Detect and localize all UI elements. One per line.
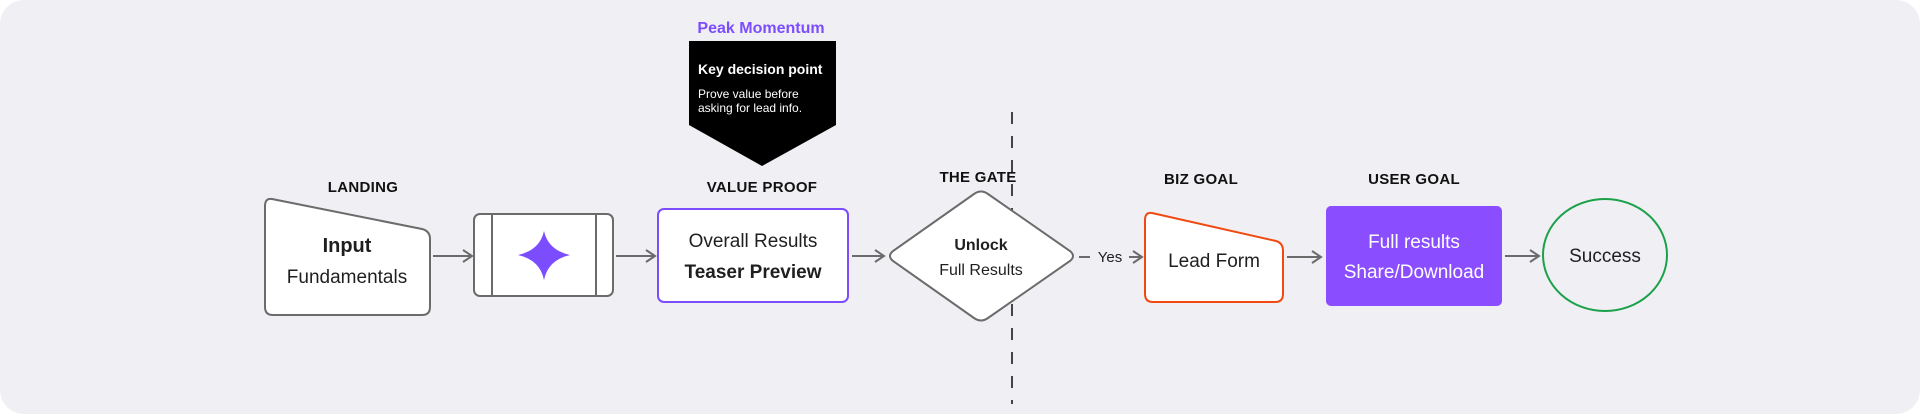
stage-label-gate: THE GATE [939,169,1016,186]
process-node[interactable] [473,213,614,297]
gate-decision-node[interactable]: Unlock Full Results [889,190,1074,322]
teaser-preview-node[interactable]: Overall Results Teaser Preview [657,208,849,303]
gate-decision-shape [889,190,1074,322]
lead-form-label: Lead Form [1168,251,1260,272]
input-node-shape [264,197,431,316]
full-results-node[interactable]: Full results Share/Download [1326,206,1502,306]
teaser-preview-shape [657,208,849,303]
sparkle-icon [518,231,570,280]
callout-body-line2: asking for lead info. [698,101,802,115]
full-results-line2: Share/Download [1344,262,1484,283]
input-node-subtitle: Fundamentals [287,267,407,288]
stage-label-user-goal: USER GOAL [1368,171,1460,188]
success-label: Success [1569,246,1641,267]
stage-label-landing: LANDING [328,179,398,196]
lead-form-shape [1144,211,1284,303]
teaser-line2: Teaser Preview [685,262,822,283]
lead-form-node[interactable]: Lead Form [1144,211,1284,303]
edge-yes-label: Yes [1098,249,1122,266]
full-results-shape [1326,206,1502,306]
success-node[interactable]: Success [1542,198,1668,312]
input-node[interactable]: Input Fundamentals [264,197,431,316]
gate-title: Unlock [954,237,1007,254]
stage-label-biz-goal: BIZ GOAL [1164,171,1238,188]
gate-subtitle: Full Results [939,262,1023,279]
callout-pentagon [689,41,836,166]
success-shape [1542,198,1668,312]
full-results-line1: Full results [1368,232,1460,253]
callout-title: Key decision point [698,61,823,77]
input-node-title: Input [323,235,372,257]
stage-label-value-proof: VALUE PROOF [707,179,818,196]
teaser-line1: Overall Results [689,231,818,252]
callout-heading: Peak Momentum [697,20,824,37]
callout-body-line1: Prove value before [698,87,799,101]
